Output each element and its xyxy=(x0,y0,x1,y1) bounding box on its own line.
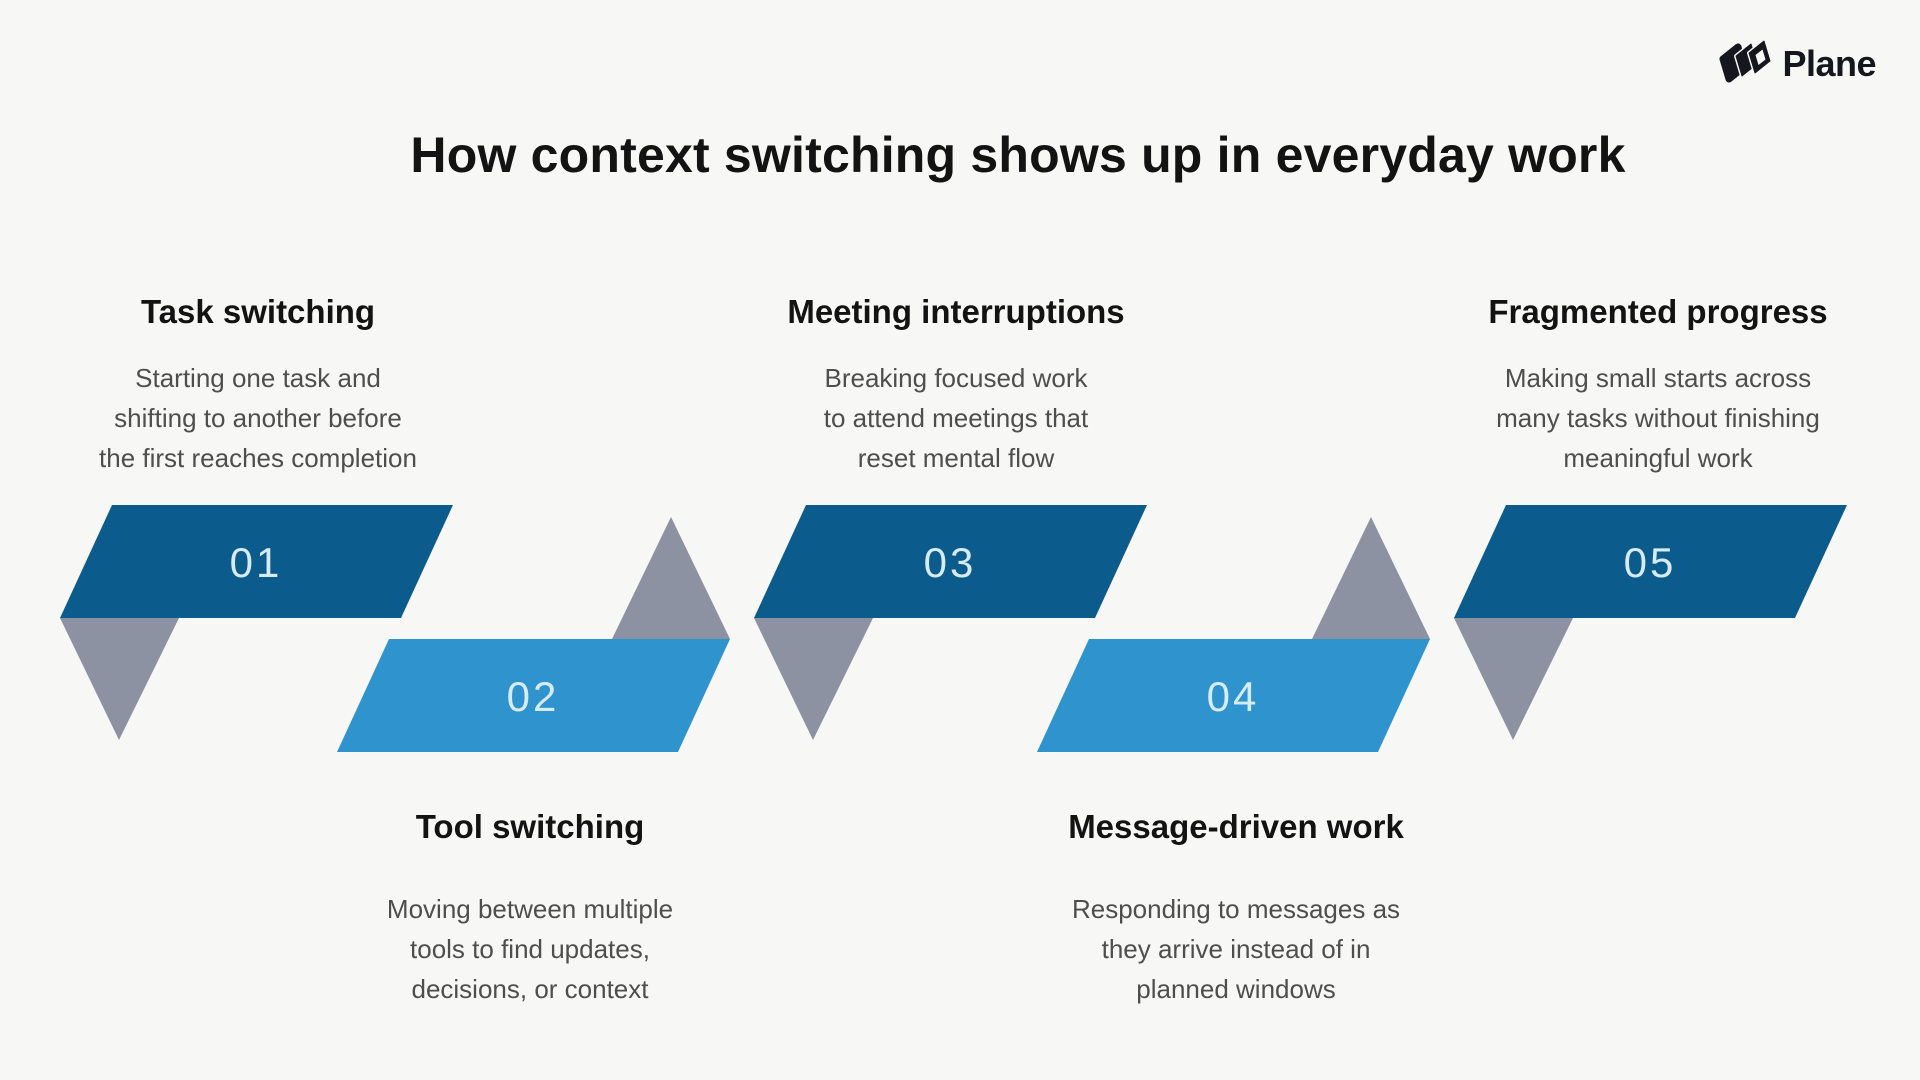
section-title: Task switching xyxy=(140,293,376,330)
section-description: Moving between multiple tools to find up… xyxy=(386,894,674,1004)
step-number-02: 02 xyxy=(507,673,560,720)
step-number-01: 01 xyxy=(230,539,283,586)
fold-triangle-down-3 xyxy=(754,618,873,740)
fold-triangle-up-2 xyxy=(612,517,730,639)
fold-triangle-down-1 xyxy=(60,618,179,740)
section-meeting-interruptions: Meeting interruptions Breaking focused w… xyxy=(746,290,1166,478)
plane-logo-text: Plane xyxy=(1782,43,1876,84)
section-title: Fragmented progress xyxy=(1488,293,1828,330)
step-number-04: 04 xyxy=(1207,673,1260,720)
step-banner-01 xyxy=(60,505,453,618)
section-title: Meeting interruptions xyxy=(787,293,1125,330)
section-message-driven-work: Message-driven work Responding to messag… xyxy=(1026,805,1446,1009)
step-number-03: 03 xyxy=(924,539,977,586)
step-banner-04 xyxy=(1037,639,1430,752)
section-title: Message-driven work xyxy=(1068,808,1404,845)
fold-triangle-up-4 xyxy=(1312,517,1430,639)
section-description: Starting one task and shifting to anothe… xyxy=(99,363,417,473)
section-description: Breaking focused work to attend meetings… xyxy=(823,363,1089,473)
section-description: Responding to messages as they arrive in… xyxy=(1071,894,1401,1004)
plane-logo-icon xyxy=(1719,40,1773,83)
section-description: Making small starts across many tasks wi… xyxy=(1496,363,1820,473)
step-banner-03 xyxy=(754,505,1147,618)
section-fragmented-progress: Fragmented progress Making small starts … xyxy=(1448,290,1868,478)
page-title: How context switching shows up in everyd… xyxy=(410,127,1626,183)
section-title: Tool switching xyxy=(415,808,645,845)
step-banner-02 xyxy=(337,639,730,752)
step-banner-05 xyxy=(1454,505,1847,618)
section-task-switching: Task switching Starting one task and shi… xyxy=(48,290,468,478)
section-tool-switching: Tool switching Moving between multiple t… xyxy=(320,805,740,1009)
fold-triangle-down-5 xyxy=(1454,618,1573,740)
plane-logo: Plane xyxy=(1716,40,1876,88)
step-number-05: 05 xyxy=(1624,539,1677,586)
